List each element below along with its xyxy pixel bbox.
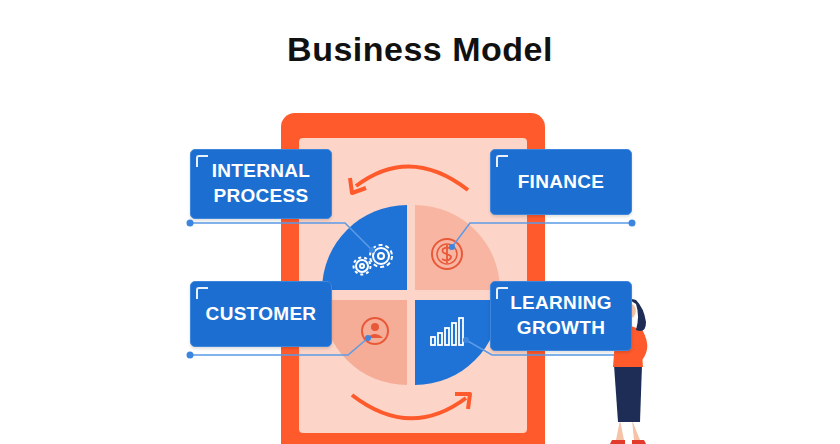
gears-icon [354, 245, 393, 275]
box-label: INTERNAL PROCESS [201, 159, 321, 208]
category-box: FINANCE [490, 149, 632, 215]
cycle-arrow [356, 166, 468, 190]
person-icon [362, 318, 388, 344]
pie-quadrant [415, 300, 500, 385]
dollar-icon [432, 239, 462, 269]
cycle-arrow [352, 395, 466, 418]
pie-quadrant [415, 205, 500, 290]
category-box: LEARNING GROWTH [490, 281, 632, 351]
leader-dots [187, 220, 636, 359]
leader-lines [190, 223, 632, 355]
category-box: CUSTOMER [190, 281, 332, 347]
arrow-head [455, 394, 470, 409]
pie-quadrant [322, 205, 407, 290]
arrow-head [350, 178, 366, 193]
category-box: INTERNAL PROCESS [190, 149, 332, 219]
diagram-title: Business Model [0, 30, 840, 69]
bar-chart-icon [431, 318, 463, 345]
pie-quadrant [322, 300, 407, 385]
box-label: CUSTOMER [206, 302, 317, 327]
box-label: FINANCE [518, 170, 605, 195]
box-label: LEARNING GROWTH [501, 291, 621, 340]
